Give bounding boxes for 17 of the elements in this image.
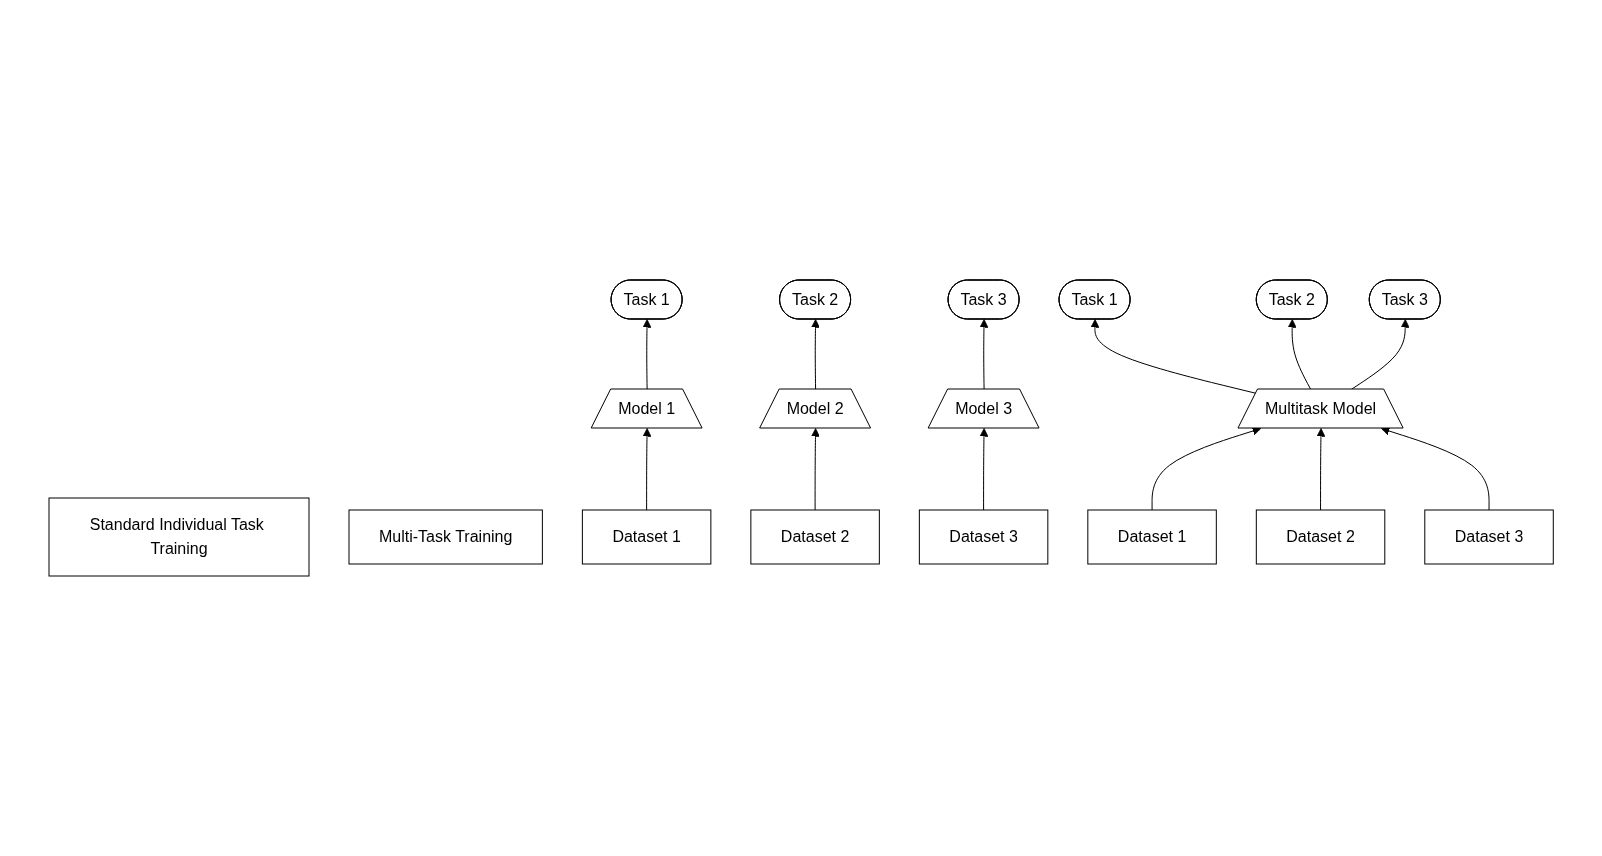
arrow — [1287, 319, 1312, 390]
arrow — [1316, 428, 1326, 511]
node-box: Multi-Task Training — [348, 509, 543, 565]
arrow — [810, 319, 820, 390]
node-box: Standard Individual Task Training — [48, 497, 310, 577]
arrow — [1350, 319, 1410, 390]
node-box: Dataset 1 — [1087, 509, 1217, 565]
node-box: Dataset 3 — [1424, 509, 1554, 565]
arrow — [979, 428, 989, 511]
node-box: Dataset 2 — [750, 509, 880, 565]
node-box: Dataset 3 — [918, 509, 1049, 565]
arrow — [979, 319, 989, 390]
arrow — [642, 319, 652, 390]
node-box: Dataset 2 — [1255, 509, 1386, 565]
arrow — [810, 428, 820, 511]
node-box: Dataset 1 — [581, 509, 712, 565]
arrow — [642, 428, 652, 511]
